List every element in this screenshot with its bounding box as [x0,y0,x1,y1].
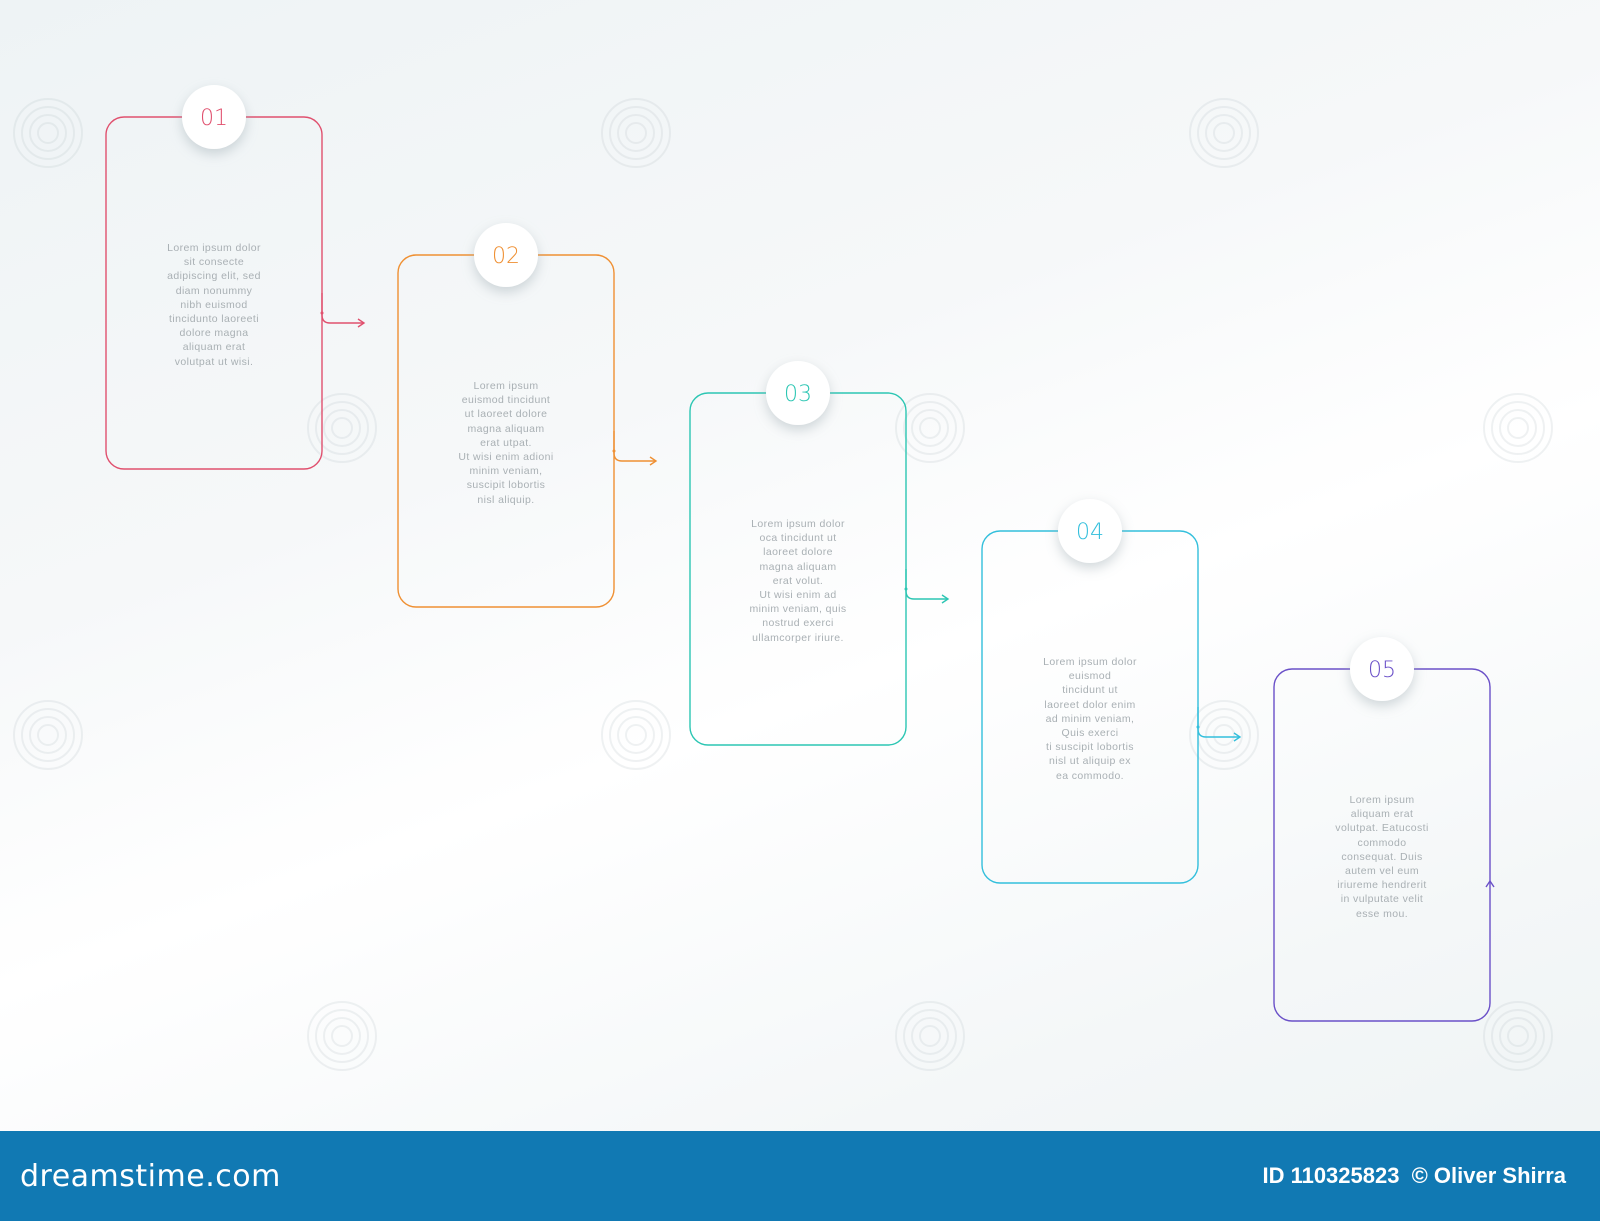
step-number: 05 [1368,658,1396,683]
footer-logo[interactable]: dreamstime.com [20,1159,281,1194]
watermark-layer [13,98,1553,1071]
step-5: 05 [1273,637,1495,1022]
watermark-spiral-icon [895,393,965,463]
step-number: 02 [492,244,520,269]
diagram-canvas: 01 02 03 04 05 Lorem ipsum dolor sit consect… [13,85,1553,1071]
watermark-spiral-icon [1483,393,1553,463]
connector-arrow-icon [612,431,658,466]
watermark-spiral-icon [1189,700,1259,770]
watermark-spiral-icon [307,1001,377,1071]
connector-arrow-icon [904,569,950,604]
footer-bar: dreamstime.com ID 110325823 © Oliver Shi… [0,1131,1600,1221]
step-2: 02 [397,223,658,608]
watermark-spiral-icon [1483,1001,1553,1071]
end-arrow-icon [1485,879,1495,888]
step-description: Lorem ipsum dolor sit consecte adipiscin… [167,242,261,368]
watermark-spiral-icon [895,1001,965,1071]
footer-credit: ID 110325823 © Oliver Shirra [1262,1163,1572,1189]
step-1: 01 [105,85,366,470]
watermark-spiral-icon [13,700,83,770]
step-number-badge: 03 [766,361,830,425]
step-description: Lorem ipsum dolor oca tincidunt ut laore… [749,518,847,644]
step-description: Lorem ipsum dolor euismod tincidunt ut l… [1043,656,1137,782]
watermark-spiral-icon [307,393,377,463]
step-number-badge: 02 [474,223,538,287]
image-id-label: ID 110325823 [1262,1163,1400,1188]
step-number-badge: 01 [182,85,246,149]
process-diagram: 01 02 03 04 05 [13,85,1553,1071]
watermark-spiral-icon [13,98,83,168]
step-number-badge: 05 [1350,637,1414,701]
step-number: 04 [1076,520,1104,545]
connector-arrow-icon [320,293,366,328]
step-number: 01 [200,106,228,131]
step-3: 03 [689,361,950,746]
watermark-spiral-icon [601,98,671,168]
connector-arrow-icon [1196,707,1242,742]
step-number-badge: 04 [1058,499,1122,563]
step-4: 04 [981,499,1242,884]
watermark-spiral-icon [601,700,671,770]
copyright-label: © Oliver Shirra [1411,1163,1566,1188]
step-description: Lorem ipsum aliquam erat volutpat. Eatuc… [1335,794,1429,920]
step-description: Lorem ipsum euismod tincidunt ut laoreet… [458,380,554,506]
step-number: 03 [784,382,812,407]
watermark-spiral-icon [1189,98,1259,168]
